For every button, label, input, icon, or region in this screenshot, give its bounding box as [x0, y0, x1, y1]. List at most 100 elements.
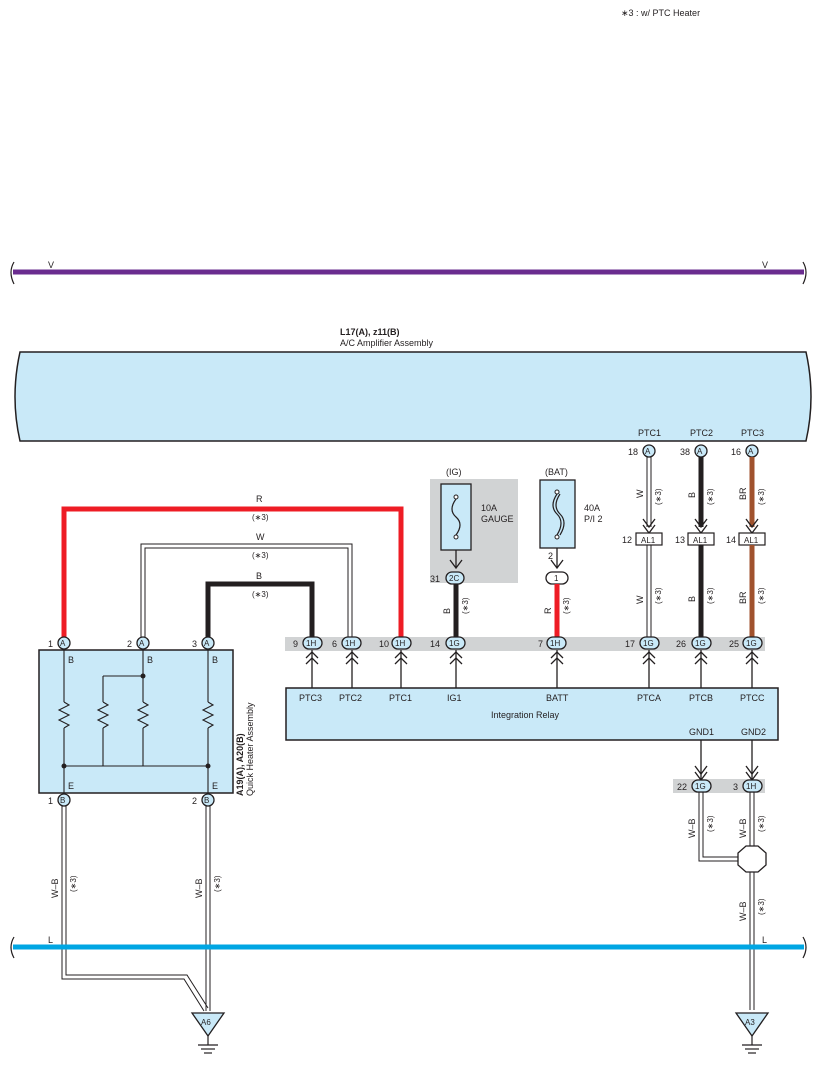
fuse-pi2: (BAT) 40A P/I 2 2 1 R (∗3): [539, 467, 603, 637]
relay-gnd-num-3: 3: [733, 782, 738, 792]
heater-label-b2: B: [147, 655, 153, 665]
heater-label-e2: E: [212, 781, 218, 791]
relay-label-ptca: PTCA: [637, 693, 661, 703]
junction-pin-13: 13: [675, 535, 685, 545]
loop-opt-w: (∗3): [252, 551, 269, 560]
relay-gnd-conn-3: 1H: [746, 782, 756, 791]
fuse-gauge: (IG) 10A GAUGE 31 2C B (∗3): [430, 467, 518, 637]
heater-pin-num-2a: 2: [127, 639, 132, 649]
amp-opt-ptc1: (∗3): [654, 488, 663, 505]
relay-pin-conn-14: 1G: [449, 639, 460, 648]
amp-pin-label-ptc3: PTC3: [741, 428, 764, 438]
relay-label-ig1: IG1: [447, 693, 462, 703]
relay-label-gnd2: GND2: [741, 727, 766, 737]
relay-label-ptcc: PTCC: [740, 693, 765, 703]
ground-a3-label: A3: [745, 1018, 755, 1027]
heater-pin-num-1a: 1: [48, 639, 53, 649]
heater-label-b1: B: [68, 655, 74, 665]
relay-wire-ptca: W: [635, 595, 645, 604]
relay-label-gnd1: GND1: [689, 727, 714, 737]
heater-ground-wire-1: W–B: [50, 878, 60, 898]
amp-pin-conn-ptc1: A: [645, 447, 651, 456]
fuse-ig-pin: 31: [430, 574, 440, 584]
ground-a6-label: A6: [201, 1018, 211, 1027]
heater-code: A19(A), A20(B): [235, 733, 245, 796]
heater-pin-conn-2a: A: [139, 639, 145, 648]
fuse-ig-wire: B: [442, 608, 452, 614]
heater-loop-wires: R (∗3) W (∗3) B (∗3): [61, 494, 404, 637]
relay-gnd-conn-22: 1G: [695, 782, 706, 791]
fuse-ig-conn: 2C: [449, 574, 459, 583]
relay-ground-opt: (∗3): [757, 898, 766, 915]
fuse-bat-pin: 2: [548, 551, 553, 561]
relay-ground-wires: 22 1G 3 1H W–B (∗3) W–B (∗3) W–B (∗3): [677, 740, 767, 1010]
amp-opt-ptc3: (∗3): [757, 488, 766, 505]
relay-pin-num-14: 14: [430, 639, 440, 649]
legend-note: ∗3 : w/ PTC Heater: [621, 8, 700, 18]
amp-wire-ptc2: B: [687, 492, 697, 498]
fuse-ig-rating: 10A: [481, 503, 497, 513]
fuse-ig-circuit: (IG): [446, 467, 462, 477]
heater-top-pins: 1 A 2 A 3 A: [48, 636, 215, 650]
relay-pin-num-6: 6: [332, 639, 337, 649]
relay-label-batt: BATT: [546, 693, 569, 703]
top-bus-label-left: V: [48, 260, 54, 270]
loop-wire-w: W: [256, 532, 265, 542]
heater-pin-num-1b: 1: [48, 796, 53, 806]
relay-pin-conn-6: 1H: [345, 639, 355, 648]
relay-gnd-num-22: 22: [677, 782, 687, 792]
fuse-bat-circuit: (BAT): [545, 467, 568, 477]
amp-wire-ptc3: BR: [738, 487, 748, 500]
relay-input-arrows: [305, 650, 759, 688]
amp-pin-num-ptc2: 38: [680, 447, 690, 457]
amp-pin-num-ptc1: 18: [628, 447, 638, 457]
relay-gnd-opt-2: (∗3): [757, 815, 766, 832]
junction-al1-a: AL1: [641, 536, 656, 545]
bottom-bus-label-left: L: [48, 935, 53, 945]
bottom-bus-label-right: L: [762, 935, 767, 945]
amplifier-name: A/C Amplifier Assembly: [340, 338, 434, 348]
heater-ground-opt-2: (∗3): [213, 875, 222, 892]
relay-label-ptcb: PTCB: [689, 693, 713, 703]
heater-pin-conn-3a: A: [204, 639, 210, 648]
heater-label-e1: E: [68, 781, 74, 791]
relay-opt-ptcc: (∗3): [757, 587, 766, 604]
loop-wire-r: R: [256, 494, 263, 504]
loop-opt-r: (∗3): [252, 513, 269, 522]
heater-ground-opt-1: (∗3): [69, 875, 78, 892]
heater-ground-wire-2: W–B: [194, 878, 204, 898]
junction-al1-b: AL1: [693, 536, 708, 545]
relay-pin-num-7: 7: [538, 639, 543, 649]
amp-pin-num-ptc3: 16: [731, 447, 741, 457]
heater-name: Quick Heater Assembly: [245, 702, 255, 796]
relay-label-ptc3: PTC3: [299, 693, 322, 703]
fuse-bat-name: P/I 2: [584, 514, 603, 524]
loop-opt-b: (∗3): [252, 590, 269, 599]
amp-pin-conn-ptc2: A: [697, 447, 703, 456]
relay-label-ptc2: PTC2: [339, 693, 362, 703]
relay-gnd-opt-1: (∗3): [706, 815, 715, 832]
heater-pin-conn-1b: B: [60, 796, 65, 805]
relay-opt-ptca: (∗3): [654, 587, 663, 604]
fuse-bat-opt: (∗3): [562, 597, 571, 614]
relay-pin-conn-9: 1H: [306, 639, 316, 648]
relay-pin-num-25: 25: [729, 639, 739, 649]
top-bus: V V: [10, 260, 807, 285]
relay-wire-ptcc: BR: [738, 591, 748, 604]
fuse-bat-conn: 1: [554, 574, 559, 583]
heater-pin-conn-1a: A: [60, 639, 66, 648]
loop-wire-b: B: [256, 571, 262, 581]
fuse-ig-name: GAUGE: [481, 514, 514, 524]
quick-heater-assembly: B B B E E A19(A), A20(B) Quick Heater As…: [38, 649, 255, 796]
relay-label-ptc1: PTC1: [389, 693, 412, 703]
relay-pins: 9 1H 6 1H 10 1H 14 1G 7 1H 17 1G 26 1G 2…: [293, 636, 763, 650]
amp-pin-conn-ptc3: A: [748, 447, 754, 456]
junction-pin-14: 14: [726, 535, 736, 545]
heater-pin-num-3a: 3: [192, 639, 197, 649]
relay-pin-num-26: 26: [676, 639, 686, 649]
relay-opt-ptcb: (∗3): [706, 587, 715, 604]
relay-pin-conn-7: 1H: [550, 639, 560, 648]
relay-name: Integration Relay: [491, 710, 560, 720]
top-bus-label-right: V: [762, 260, 768, 270]
